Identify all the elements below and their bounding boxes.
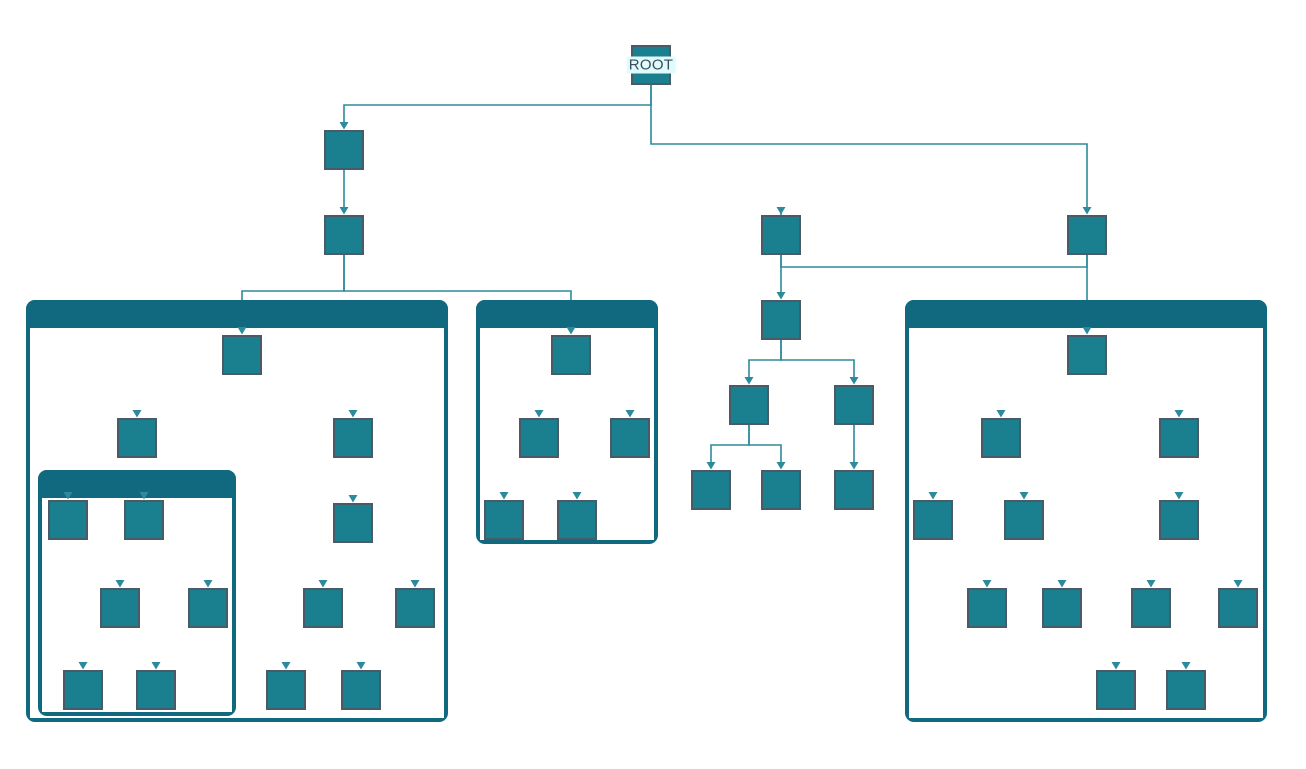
node-b4[interactable]: [266, 670, 306, 710]
node-e1a[interactable]: [913, 500, 953, 540]
node-b3[interactable]: [395, 588, 435, 628]
node-e2a1b[interactable]: [1166, 670, 1206, 710]
arrowhead-d1b-d1b1: [849, 462, 859, 470]
node-label-root: ROOT: [626, 56, 676, 74]
edge-d1-d1a: [748, 340, 782, 378]
node-e[interactable]: [1067, 215, 1107, 255]
arrowhead-a-a1: [339, 207, 349, 215]
node-n5[interactable]: [63, 670, 103, 710]
node-e2a1a[interactable]: [1096, 670, 1136, 710]
node-e1b[interactable]: [1004, 500, 1044, 540]
node-d1a[interactable]: [729, 385, 769, 425]
node-d[interactable]: [761, 215, 801, 255]
node-n2[interactable]: [124, 500, 164, 540]
node-e2a2[interactable]: [1218, 588, 1258, 628]
node-n3[interactable]: [100, 588, 140, 628]
edge-root-e: [650, 85, 1088, 208]
arrowhead-d1-d1b: [849, 377, 859, 385]
edge-root-a: [343, 85, 652, 123]
cluster-right-header: [905, 300, 1267, 328]
arrowhead-e-d: [776, 207, 786, 215]
node-b1[interactable]: [333, 503, 373, 543]
cluster-right-body: [909, 332, 1263, 718]
node-a[interactable]: [324, 130, 364, 170]
arrowhead-root-a: [339, 122, 349, 130]
arrowhead-root-e: [1082, 207, 1092, 215]
cluster-left-header: [26, 300, 448, 328]
edge-d1a-d1a2: [748, 425, 782, 463]
node-e1[interactable]: [981, 418, 1021, 458]
node-n1[interactable]: [48, 500, 88, 540]
node-c4[interactable]: [557, 500, 597, 540]
node-d1b1[interactable]: [834, 470, 874, 510]
node-e1b2[interactable]: [1042, 588, 1082, 628]
node-e0[interactable]: [1067, 335, 1107, 375]
arrowhead-d-d1: [776, 292, 786, 300]
node-n4[interactable]: [188, 588, 228, 628]
edge-d1a-d1a1: [710, 425, 750, 463]
node-c2[interactable]: [610, 418, 650, 458]
node-a1[interactable]: [324, 215, 364, 255]
node-a1a2[interactable]: [333, 418, 373, 458]
node-e2a1[interactable]: [1131, 588, 1171, 628]
node-c3[interactable]: [484, 500, 524, 540]
node-d1[interactable]: [761, 300, 801, 340]
node-c1[interactable]: [519, 418, 559, 458]
node-d1b[interactable]: [834, 385, 874, 425]
node-b2[interactable]: [303, 588, 343, 628]
node-e2[interactable]: [1159, 418, 1199, 458]
edge-e-d: [780, 208, 1088, 268]
cluster-left-nested-header: [38, 470, 236, 498]
arrowhead-d1a-d1a2: [776, 462, 786, 470]
node-e1b1[interactable]: [967, 588, 1007, 628]
node-a1a1[interactable]: [117, 418, 157, 458]
arrowhead-d1a-d1a1: [706, 462, 716, 470]
node-d1a1[interactable]: [691, 470, 731, 510]
node-a1a[interactable]: [222, 335, 262, 375]
edge-d1-d1b: [780, 340, 855, 378]
node-c0[interactable]: [551, 335, 591, 375]
node-b5[interactable]: [341, 670, 381, 710]
arrowhead-d1-d1a: [744, 377, 754, 385]
cluster-middle-left-header: [476, 300, 658, 328]
node-n6[interactable]: [136, 670, 176, 710]
node-d1a2[interactable]: [761, 470, 801, 510]
node-e2a[interactable]: [1159, 500, 1199, 540]
node-root[interactable]: ROOT: [626, 45, 676, 85]
